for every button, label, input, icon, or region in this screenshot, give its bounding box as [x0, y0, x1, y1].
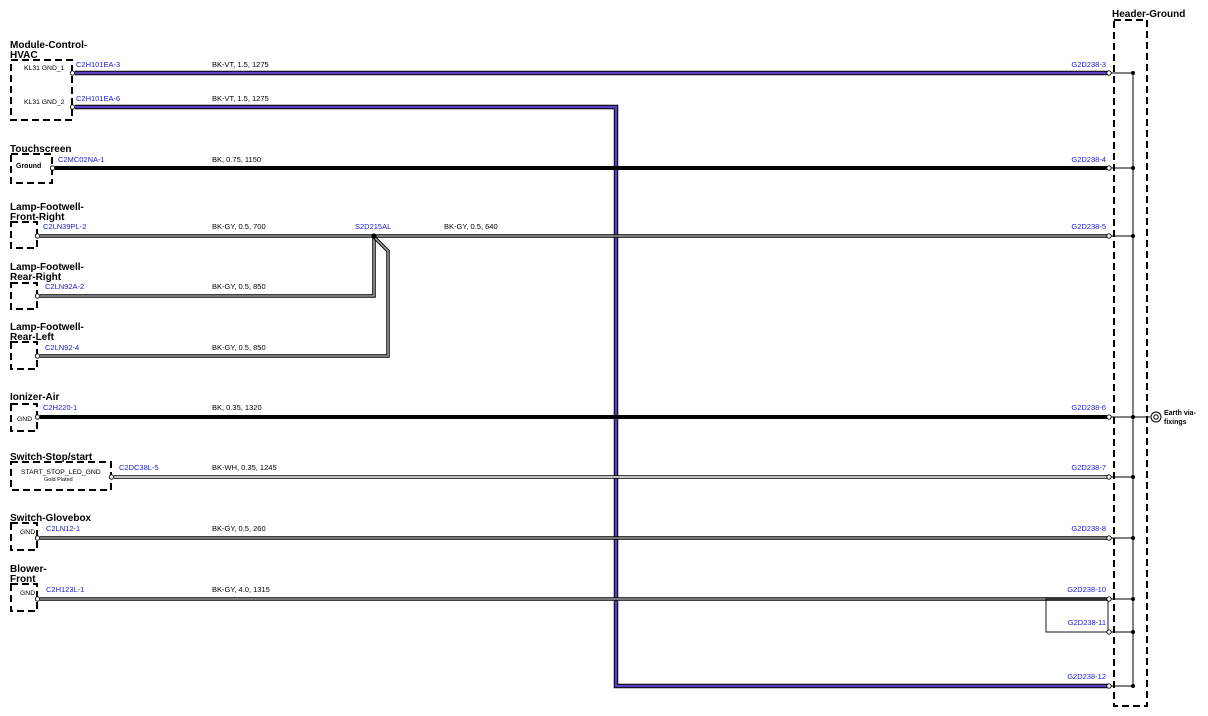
header-pin-labels: G2D238-3 G2D238-4 G2D238-5 G2D238-6 G2D2… — [1067, 60, 1106, 681]
connector-stop-start: C2DC38L-5 — [119, 463, 159, 472]
wire-spec-9: BK-GY, 0.5, 260 — [212, 524, 266, 533]
wire-spec-6: BK-GY, 0.5, 850 — [212, 343, 266, 352]
connector-lamp-rear-right: C2LN92A-2 — [45, 282, 84, 291]
hvac-module-box — [10, 59, 73, 121]
wire-lamp-rear-right — [40, 236, 376, 298]
header-pin-7: G2D238-7 — [1071, 463, 1106, 472]
connector-blower: C2H123L-1 — [46, 585, 84, 594]
wire-lamp-rear-left — [40, 235, 390, 358]
hvac-pin-2-label: KL31 GND_2 — [24, 99, 65, 106]
ionizer-name: Ionizer-Air — [10, 392, 60, 403]
header-pin-6: G2D238-6 — [1071, 403, 1106, 412]
wire-spec-1: BK-VT, 1.5, 1275 — [212, 60, 269, 69]
wire-spec-4a: BK-GY, 0.5, 700 — [212, 222, 266, 231]
earth-ground-icon — [1133, 411, 1162, 423]
splice-point — [371, 233, 377, 239]
lamp-rear-right-name-1: Lamp-Footwell- — [10, 262, 84, 273]
blower-name-1: Blower- — [10, 564, 47, 575]
wire-spec-4b: BK-GY, 0.5, 640 — [444, 222, 498, 231]
connector-hvac-1: C2H101EA-3 — [76, 60, 120, 69]
connector-hvac-2: C2H101EA-6 — [76, 94, 120, 103]
lamp-rear-right-box — [10, 282, 38, 310]
stop-start-switch-box — [10, 461, 112, 491]
glovebox-pin-label: GND — [20, 529, 35, 536]
blower-pin-label: GND — [20, 590, 35, 597]
lamp-front-right-box — [10, 221, 38, 249]
earth-label-1: Earth via- — [1164, 410, 1197, 417]
ionizer-pin-label: GND — [17, 416, 32, 423]
header-pin-11: G2D238-11 — [1068, 618, 1106, 627]
lamp-rear-right-name-2: Rear-Right — [10, 272, 62, 283]
blower-box — [10, 583, 38, 612]
blower-jumper-loop — [1045, 598, 1109, 633]
header-pin-connections — [1111, 72, 1133, 687]
wire-terminals — [34, 70, 1112, 689]
header-ground-box — [1113, 19, 1148, 707]
touchscreen-pin-label: Ground — [16, 163, 41, 170]
connector-touchscreen: C2MC02NA-1 — [58, 155, 105, 164]
stop-start-pin-label: START_STOP_LED_GND — [21, 469, 101, 476]
hvac-module-name-1: Module-Control- — [10, 40, 87, 51]
lamp-rear-left-name-1: Lamp-Footwell- — [10, 322, 84, 333]
wire-spec-8: BK-WH, 0.35, 1245 — [212, 463, 277, 472]
lamp-rear-left-box — [10, 341, 38, 370]
header-pin-5: G2D238-5 — [1071, 222, 1106, 231]
wire-spec-10: BK-GY, 4.0, 1315 — [212, 585, 270, 594]
hvac-pin-1-label: KL31 GND_1 — [24, 65, 65, 72]
header-pin-8: G2D238-8 — [1071, 524, 1106, 533]
lamp-front-right-name-2: Front-Right — [10, 212, 65, 223]
connector-lamp-rear-left: C2LN92-4 — [45, 343, 79, 352]
wire-spec-7: BK, 0.35, 1320 — [212, 403, 262, 412]
stop-start-pin-sub-label: Gold Plated — [44, 477, 73, 483]
connector-ionizer: C2H220-1 — [43, 403, 77, 412]
stop-start-switch-name: Switch-Stop/start — [10, 452, 93, 463]
header-pin-12: G2D238-12 — [1067, 672, 1106, 681]
hvac-module-name-2: HVAC — [10, 50, 38, 61]
splice-label: S2D215AL — [355, 222, 391, 231]
touchscreen-name: Touchscreen — [10, 144, 72, 155]
header-pin-10: G2D238-10 — [1067, 585, 1106, 594]
wire-spec-3: BK, 0.75, 1150 — [212, 155, 261, 164]
header-pin-4: G2D238-4 — [1071, 155, 1106, 164]
lamp-front-right-name-1: Lamp-Footwell- — [10, 202, 84, 213]
header-ground-label: Header-Ground — [1112, 9, 1185, 20]
connector-glovebox: C2LN12-1 — [46, 524, 80, 533]
header-pin-3: G2D238-3 — [1071, 60, 1106, 69]
wire-spec-5: BK-GY, 0.5, 850 — [212, 282, 266, 291]
glovebox-switch-name: Switch-Glovebox — [10, 513, 92, 524]
lamp-rear-left-name-2: Rear-Left — [10, 332, 55, 343]
blower-name-2: Front — [10, 574, 36, 585]
wire-spec-2: BK-VT, 1.5, 1275 — [212, 94, 269, 103]
glovebox-switch-box — [10, 522, 38, 551]
connector-lamp-front-right: C2LN39PL-2 — [43, 222, 86, 231]
wire-hvac-2 — [75, 104, 1108, 689]
earth-label-2: fixings — [1164, 419, 1187, 426]
